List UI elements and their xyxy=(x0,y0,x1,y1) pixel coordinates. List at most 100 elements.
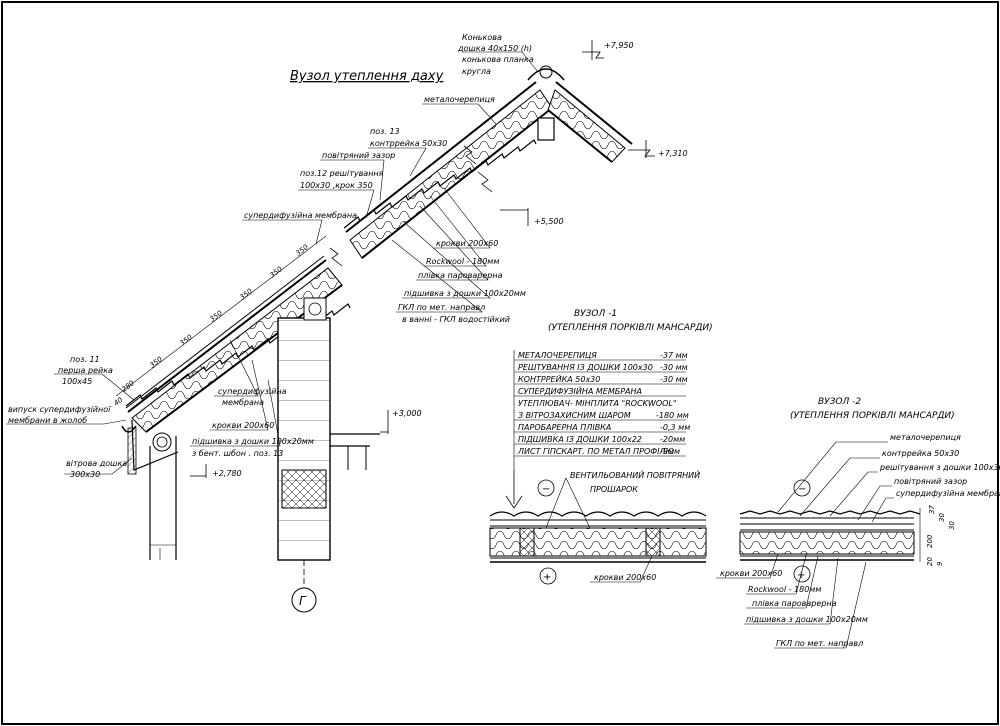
ridge-label-3: конькова планка xyxy=(462,55,534,64)
ridge-round-plank xyxy=(539,65,553,79)
node2-bottom-label: плівка пароварерна xyxy=(752,599,837,608)
node1-row-name: ПІДШИВКА ІЗ ДОШКИ 100х22 xyxy=(518,435,642,444)
label-sheathing2-b: з бент. шбон . поз. 13 xyxy=(192,449,283,458)
node2-label: повітряний зазор xyxy=(894,477,967,486)
label-membrane: супердифузійна мембрана xyxy=(244,211,357,220)
label-membrane2-b: мембрана xyxy=(222,398,264,407)
node-1: ВУЗОЛ -1 (УТЕПЛЕННЯ ПОРКІВЛІ МАНСАРДИ) М… xyxy=(489,309,713,585)
node2-dim: 9 xyxy=(936,561,944,566)
dim-280: 280 xyxy=(120,379,136,394)
node1-row-name: УТЕПЛЮВАЧ- МІНПЛИТА "ROCKWOOL" xyxy=(518,399,677,408)
node1-row-value: -30 мм xyxy=(660,375,688,384)
node1-row-value: -9мм xyxy=(660,447,680,456)
level-5500: +5,500 xyxy=(534,217,564,226)
wind-board xyxy=(127,427,137,475)
label-membrane2-a: супердифузійна xyxy=(218,387,287,396)
label-rockwool: Rockwool - 180мм xyxy=(426,257,499,266)
dim-350-6: 350 xyxy=(294,243,310,258)
label-gkl-2: в ванні - ГКЛ водостійкий xyxy=(402,315,510,324)
level-3000: +3,000 xyxy=(392,409,422,418)
floor-slab xyxy=(330,433,380,470)
label-vapor: плівка пароварерна xyxy=(418,271,503,280)
node1-tile xyxy=(489,511,707,517)
node1-row-value: -30 мм xyxy=(660,363,688,372)
leader-lines xyxy=(6,51,539,475)
node2-dim: 30 xyxy=(948,521,956,530)
label-metal-tile: металочерепиця xyxy=(424,95,495,104)
node2-label: супердифузійна мембрана xyxy=(896,489,1000,498)
label-sheathing: підшивка з дошки 100х20мм xyxy=(404,289,526,298)
node-2: ВУЗОЛ -2 (УТЕПЛЕННЯ ПОРКІВЛІ МАНСАРДИ) м… xyxy=(716,397,1000,649)
label-rafter2: крокви 200х60 xyxy=(212,421,274,430)
label-poz12: поз.12 решітування xyxy=(300,169,384,178)
dim-40: 40 xyxy=(112,396,124,408)
node2-bottom-label: підшивка з дошки 100х20мм xyxy=(746,615,868,624)
level-7310: +7,310 xyxy=(658,149,688,158)
node1-table xyxy=(513,350,686,470)
node1-rafter xyxy=(519,527,535,557)
node1-row-name: ЛИСТ ГІПСКАРТ. ПО МЕТАЛ ПРОФІЛЮ xyxy=(517,447,675,456)
label-air-gap: повітряний зазор xyxy=(322,151,395,160)
node2-label: решітування з дошки 100х30 xyxy=(879,463,1000,472)
node2-label: контррейка 50х30 xyxy=(882,449,959,458)
roof-slope-right xyxy=(547,89,626,163)
dim-350-2: 350 xyxy=(178,333,194,348)
node1-row-value: -0,3 мм xyxy=(660,423,690,432)
node2-dim: 200 xyxy=(926,534,934,548)
node2-dim: 30 xyxy=(938,513,946,522)
axis-bubble xyxy=(291,587,317,613)
label-rafter: крокви 200х60 xyxy=(436,239,498,248)
node1-row-value: -20мм xyxy=(660,435,685,444)
label-first-batten-size: 100х45 xyxy=(62,377,92,386)
axis-label: Г xyxy=(299,594,307,608)
node2-dim: 20 xyxy=(926,557,934,566)
drawing-title: Вузол утеплення даху xyxy=(290,69,444,84)
label-wind-board: вітрова дошка xyxy=(66,459,127,468)
ridge-label-1: Конькова xyxy=(462,33,502,42)
node2-tile xyxy=(739,510,921,515)
label-battens: 100х30 ,крок 350 xyxy=(300,181,373,190)
node1-row-name: З ВІТРОЗАХИСНИМ ШАРОМ xyxy=(518,411,631,420)
slope-dimensions xyxy=(115,235,327,397)
ridge-label-2: дошка 40х150 (h) xyxy=(457,44,532,53)
level-markers xyxy=(190,40,655,478)
node1-row-name: МЕТАЛОЧЕРЕПИЦЯ xyxy=(518,351,597,360)
level-7950: +7,950 xyxy=(604,41,634,50)
node2-bottom-label: Rockwool - 180мм xyxy=(748,585,821,594)
label-wind-board-size: 300х30 xyxy=(70,470,100,479)
label-release-2: мембрани в жолоб xyxy=(8,416,87,425)
label-release-1: випуск супердифузійної xyxy=(8,405,112,414)
node1-row-value: -37 мм xyxy=(660,351,688,360)
node2-bottom-label: крокви 200х60 xyxy=(720,569,782,578)
node1-row-name: КОНТРРЕЙКА 50х30 xyxy=(518,373,600,384)
level-2780: +2,780 xyxy=(212,469,242,478)
dim-350-1: 350 xyxy=(148,355,164,370)
label-sheathing2-a: підшивка з дошки 100х20мм xyxy=(192,437,314,446)
node2-label: металочерепиця xyxy=(890,433,961,442)
main-roof-section: Г 40 280 350 350 350 350 350 350 +7,950 … xyxy=(6,33,688,613)
dim-350-5: 350 xyxy=(268,265,284,280)
node1-plus: + xyxy=(543,572,551,583)
node2-minus: − xyxy=(798,484,806,495)
ridge-label-4: кругла xyxy=(462,67,491,76)
node2-leaders xyxy=(716,441,894,649)
ridge-board xyxy=(537,117,555,141)
dim-350-3: 350 xyxy=(208,309,224,324)
label-gkl-1: ГКЛ по мет. направл xyxy=(398,303,485,312)
node2-bottom-label: ГКЛ по мет. направл xyxy=(776,639,863,648)
node2-dim: 37 xyxy=(928,505,936,514)
brick-wall xyxy=(277,297,331,561)
node1-minus: − xyxy=(542,484,550,495)
label-first-batten: перша рейка xyxy=(58,366,113,375)
node1-row-name: ПАРОБАРЕРНА ПЛІВКА xyxy=(518,423,611,432)
left-post xyxy=(149,432,177,560)
label-poz11: поз. 11 xyxy=(70,355,100,364)
dim-350-4: 350 xyxy=(238,287,254,302)
node1-title: ВУЗОЛ -1 xyxy=(574,309,617,319)
node1-row-value: -180 мм xyxy=(656,411,689,420)
label-poz13: поз. 13 xyxy=(370,127,400,136)
node1-vent-2: ПРОШАРОК xyxy=(590,485,638,494)
node1-subtitle: (УТЕПЛЕННЯ ПОРКІВЛІ МАНСАРДИ) xyxy=(548,323,713,333)
